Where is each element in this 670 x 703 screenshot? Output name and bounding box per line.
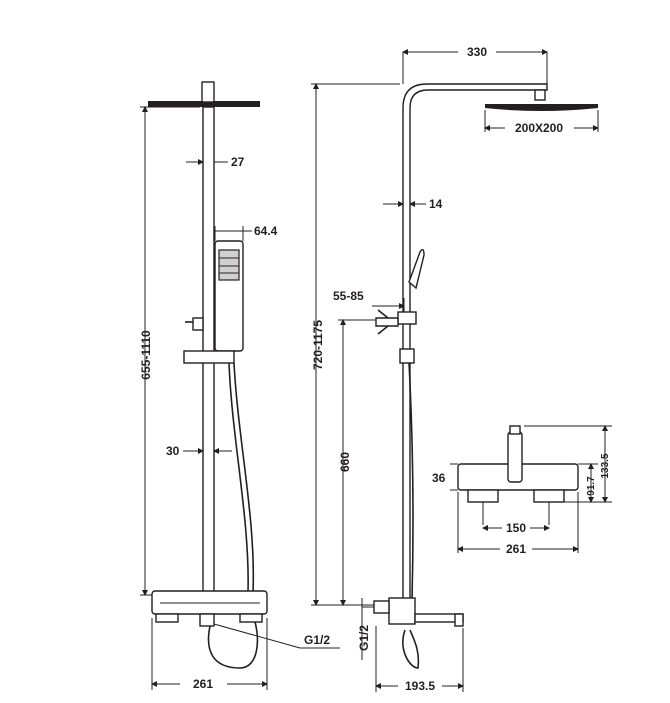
dim-arm-length: 330 xyxy=(467,45,487,59)
dim-pipe-diameter: 14 xyxy=(429,197,443,211)
front-view: 655-1110 27 64.4 30 G1/2 261 xyxy=(139,81,340,691)
dim-pipe-width: 27 xyxy=(231,155,245,169)
dim-detail-inlet-spacing: 150 xyxy=(506,521,526,535)
dim-spout-depth: 193.5 xyxy=(405,679,435,693)
side-mixer-handle xyxy=(373,600,390,614)
dim-detail-height-a: 91.7 xyxy=(586,476,597,496)
side-shower-head xyxy=(485,104,598,111)
dim-head-size: 200X200 xyxy=(515,121,563,135)
side-spout-tip xyxy=(454,613,464,627)
front-right-handle xyxy=(239,613,263,623)
detail-spout xyxy=(507,431,523,483)
front-hand-shower-face xyxy=(218,249,240,281)
dim-side-inlet-thread: G1/2 xyxy=(357,625,371,651)
side-bracket xyxy=(397,311,417,325)
front-main-pipe xyxy=(202,106,215,593)
side-arm-connector xyxy=(534,89,546,101)
front-hose xyxy=(228,362,249,593)
front-left-handle xyxy=(155,613,179,623)
detail-left-inlet xyxy=(467,489,499,503)
side-view: 330 200X200 14 55-85 720-1175 660 G1/2 xyxy=(311,45,599,693)
dim-bracket-range: 55-85 xyxy=(333,289,364,303)
side-mixer-body xyxy=(388,597,416,625)
front-inlet xyxy=(199,613,215,627)
front-slide-holder xyxy=(183,350,235,364)
side-shower-arm xyxy=(402,83,548,600)
dim-total-height: 720-1175 xyxy=(311,320,325,370)
dim-detail-height-b: 133.5 xyxy=(600,453,611,478)
front-shower-head xyxy=(148,101,260,107)
front-diverter xyxy=(192,317,204,331)
dim-detail-width: 261 xyxy=(506,542,526,556)
side-diverter xyxy=(375,317,399,327)
dim-front-inlet-thread: G1/2 xyxy=(304,633,330,647)
detail-right-inlet xyxy=(533,489,565,503)
dim-handshower-width: 64.4 xyxy=(254,224,278,238)
side-hand-shower xyxy=(408,248,425,290)
dim-bar-height: 655-1110 xyxy=(139,330,153,380)
dim-slide-bar-width: 30 xyxy=(166,444,180,458)
mixer-detail-view: 36 150 261 91.7 133.5 xyxy=(432,425,612,556)
front-head-connector xyxy=(201,81,215,103)
side-slide-holder xyxy=(399,348,415,364)
dim-detail-body-height: 36 xyxy=(432,471,446,485)
dim-front-base-width: 261 xyxy=(193,677,213,691)
dim-mixer-height: 660 xyxy=(338,452,352,472)
detail-spout-cap xyxy=(509,425,521,435)
